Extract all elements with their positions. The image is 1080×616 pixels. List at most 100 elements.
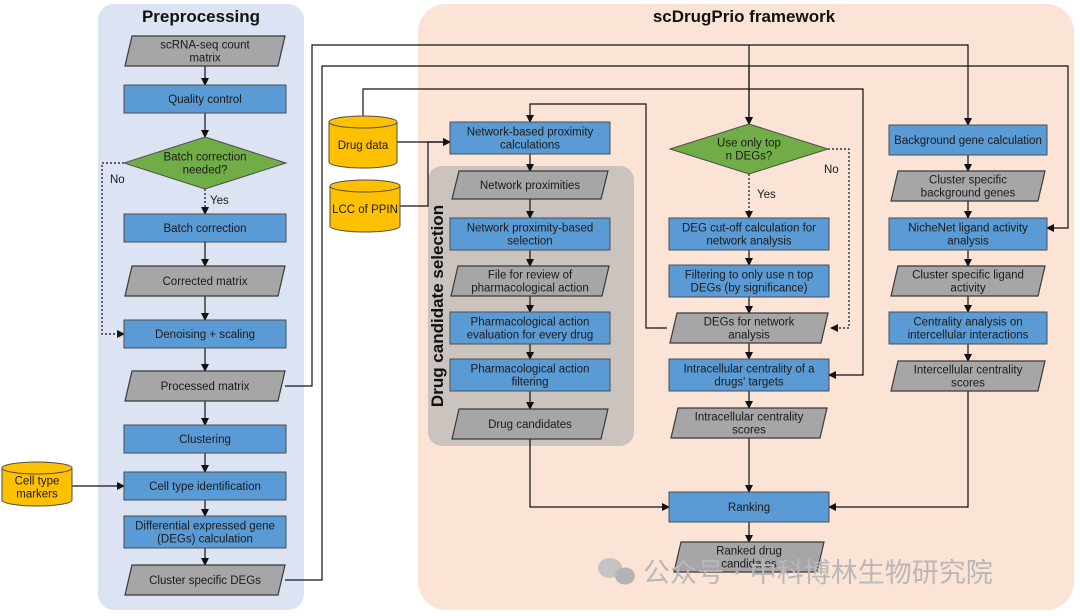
preprocessing-title: Preprocessing [142, 7, 260, 26]
ranked-label-2: candidates [721, 559, 777, 571]
lcc-ppin-label: LCC of PPIN [332, 204, 398, 216]
label-yes-left: Yes [210, 195, 229, 207]
nichenet-label-1: NicheNet ligand activity [908, 223, 1028, 235]
ranking-label: Ranking [728, 502, 770, 514]
intracellular-label-2: drugs' targets [714, 377, 784, 389]
batch-correction-node: Batch correction [123, 213, 287, 243]
corrected-matrix-label: Corrected matrix [163, 276, 248, 288]
label-no-mid: No [824, 164, 839, 176]
ranked-label-1: Ranked drug [716, 546, 782, 558]
drug-data-node: Drug data [328, 115, 398, 169]
centrality-inter-label-2: intercellular interactions [908, 330, 1029, 342]
cluster-degs-node: Cluster specific DEGs [124, 564, 286, 596]
count-matrix-label-1: scRNA-seq count [160, 40, 250, 52]
cluster-background-label-2: background genes [921, 188, 1016, 200]
intra-scores-label-2: scores [732, 425, 766, 437]
cluster-background-label-1: Cluster specific [929, 175, 1007, 187]
count-matrix-label-2: matrix [189, 53, 221, 65]
clustering-node: Clustering [123, 424, 287, 454]
cell-type-id-node: Cell type identification [123, 471, 287, 501]
top-degs-q-label-2: n DEGs? [726, 151, 773, 163]
quality-control-node: Quality control [123, 84, 287, 114]
connector-arrow-16 [400, 138, 451, 207]
drug-selection-panel [428, 166, 634, 446]
degs-network-label-1: DEGs for network [704, 317, 795, 329]
connector-arrow-6 [101, 162, 125, 338]
connector-arrow-13 [285, 44, 972, 387]
cell-type-id-label: Cell type identification [149, 481, 261, 493]
batch-correction-label: Batch correction [163, 223, 246, 235]
denoising-node: Denoising + scaling [123, 319, 287, 349]
denoising-label: Denoising + scaling [155, 329, 255, 341]
clustering-label: Clustering [179, 434, 231, 446]
deg-calc-label-2: (DEGs) calculation [157, 534, 253, 546]
label-yes-mid: Yes [757, 189, 776, 201]
batch-needed-label-2: needed? [183, 165, 228, 177]
batch-needed-label-1: Batch correction [163, 152, 246, 164]
deg-cutoff-label-1: DEG cut-off calculation for [682, 223, 816, 235]
drug-candidates-label: Drug candidates [488, 419, 572, 431]
drug-data-label: Drug data [338, 140, 389, 152]
wechat-icon [598, 558, 635, 585]
connector-arrow-20 [526, 103, 667, 329]
network-proximities-node: Network proximities [451, 170, 609, 200]
cell-markers-label-2: markers [16, 489, 58, 501]
background-calc-label: Background gene calculation [894, 135, 1042, 147]
corrected-matrix-node: Corrected matrix [124, 265, 286, 297]
pharm-eval-label-1: Pharmacological action [471, 317, 590, 329]
connector-arrow-14 [285, 65, 1069, 581]
nichenet-label-2: analysis [947, 236, 989, 248]
centrality-inter-label-1: Centrality analysis on [913, 317, 1022, 329]
review-file-label-1: File for review of [488, 270, 573, 282]
inter-scores-label-2: scores [951, 378, 985, 390]
processed-matrix-node: Processed matrix [124, 370, 286, 402]
label-no-left: No [110, 174, 125, 186]
connector-arrow-35 [828, 391, 969, 511]
proximity-calc-label-1: Network-based proximity [467, 127, 594, 139]
drug-selection-title: Drug candidate selection [428, 205, 447, 407]
pharm-eval-label-2: evaluation for every drug [467, 330, 594, 342]
cluster-ligand-label-1: Cluster specific ligand [912, 270, 1024, 282]
drug-candidates-node: Drug candidates [451, 408, 609, 440]
proximity-selection-label-2: selection [507, 236, 552, 248]
pharm-filter-label-1: Pharmacological action [471, 364, 590, 376]
quality-control-label: Quality control [168, 94, 242, 106]
deg-calc-label-1: Differential expressed gene [135, 521, 275, 533]
proximity-selection-label-1: Network proximity-based [467, 223, 594, 235]
processed-matrix-label: Processed matrix [161, 381, 250, 393]
cluster-degs-label: Cluster specific DEGs [149, 575, 261, 587]
intra-scores-label-1: Intracellular centrality [695, 412, 804, 424]
background-calc-node: Background gene calculation [888, 124, 1048, 156]
watermark: 公众号 · 中科博林生物研究院 [598, 558, 993, 589]
ranking-node: Ranking [668, 491, 830, 523]
connector-arrow-17 [362, 88, 864, 379]
cell-markers-label-1: Cell type [15, 476, 60, 488]
framework-title: scDrugPrio framework [653, 7, 836, 26]
lcc-ppin-node: LCC of PPIN [329, 179, 401, 233]
connector-arrow-28 [828, 148, 850, 332]
cluster-ligand-label-2: activity [950, 283, 985, 295]
pharm-filter-label-2: filtering [511, 377, 548, 389]
deg-cutoff-label-2: network analysis [706, 236, 791, 248]
inter-scores-label-1: Intercellular centrality [914, 365, 1023, 377]
intracellular-label-1: Intracellular centrality of a [683, 364, 815, 376]
filter-top-label-2: DEGs (by significance) [691, 283, 808, 295]
